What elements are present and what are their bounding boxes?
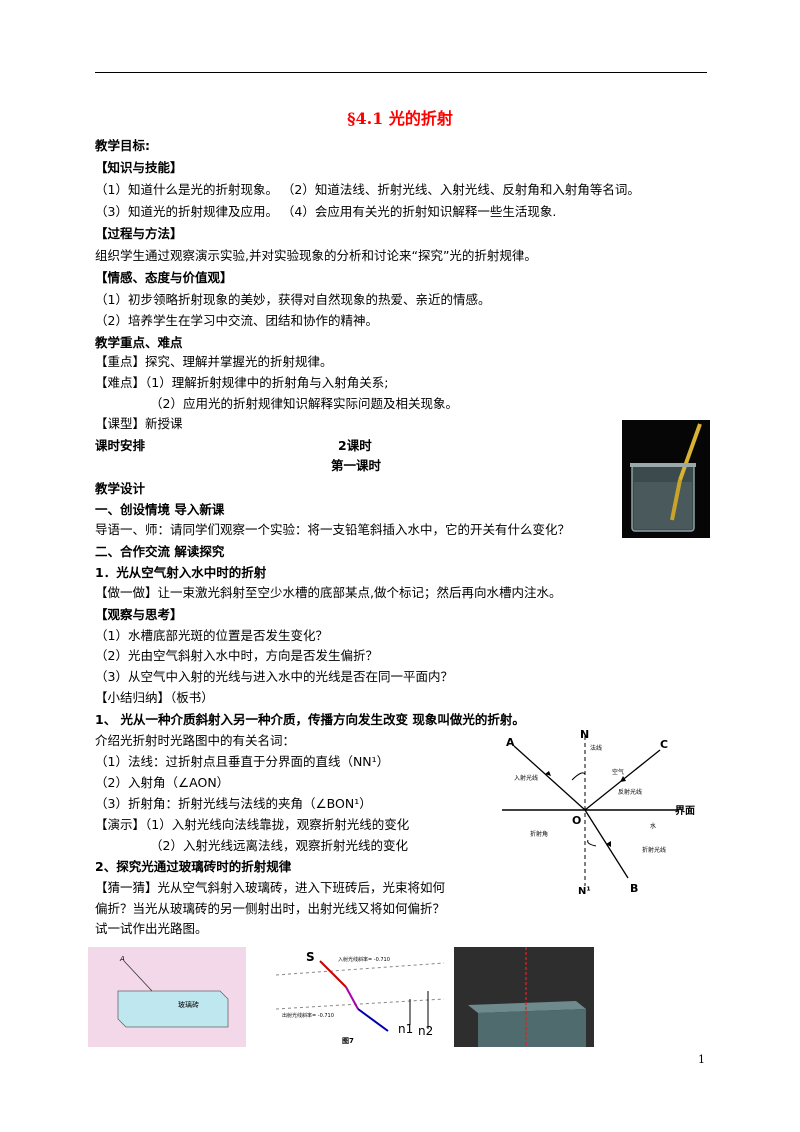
text-line: （2）入射角（∠AON） <box>95 775 230 790</box>
svg-text:A: A <box>119 955 125 963</box>
text-line: （2）培养学生在学习中交流、团结和协作的精神。 <box>95 313 378 328</box>
svg-text:入射光线: 入射光线 <box>514 774 538 782</box>
label-interface: 界面 <box>675 805 695 817</box>
text-line: 2、探究光通过玻璃砖时的折射规律 <box>95 859 292 874</box>
svg-text:S: S <box>306 950 315 964</box>
text-line: （2）入射光线远离法线，观察折射光线的变化 <box>150 838 408 853</box>
text-line: （3）折射角：折射光线与法线的夹角（∠BON¹） <box>95 796 372 811</box>
svg-text:水: 水 <box>650 822 656 830</box>
text-line: （2）光由空气斜射入水中时，方向是否发生偏折？ <box>95 648 378 663</box>
label-A: A <box>506 736 515 749</box>
text-line: （1）法线：过折射点且垂直于分界面的直线（NN¹） <box>95 754 390 769</box>
page-title: §4.1 光的折射 <box>347 109 453 128</box>
pencil-beaker-photo <box>622 420 710 538</box>
text-line: 导语一、师：请同学们观察一个实验：将一支铅笔斜插入水中，它的开关有什么变化？ <box>95 522 571 537</box>
laser-glass-photo <box>454 947 594 1047</box>
page-number: 1 <box>698 1053 705 1066</box>
glass-brick-diagram: A 玻璃砖 <box>88 947 246 1047</box>
text-line: 【小结归纳】（板书） <box>95 690 214 705</box>
text-line: （1）知道什么是光的折射现象。 （2）知道法线、折射光线、入射光线、反射角和入射… <box>95 182 640 197</box>
svg-text:n2: n2 <box>418 1024 433 1038</box>
text-line: 【猜一猜】光从空气斜射入玻璃砖，进入下班砖后，光束将如何 <box>95 880 446 895</box>
refraction-diagram: A C N N¹ O B 界面 法线 入射光线 反射光线 空气 水 折射光线 折… <box>500 728 700 898</box>
text-line: 【难点】（1）理解折射规律中的折射角与入射角关系; <box>95 375 389 390</box>
text-line: 课时安排 <box>95 438 146 453</box>
text-line: 1．光从空气射入水中时的折射 <box>95 565 267 580</box>
header-rule <box>95 72 707 73</box>
text-line: 组织学生通过观察演示实验,并对实验现象的分析和讨论来“探究”光的折射规律。 <box>95 248 537 263</box>
text-line: （1）水槽底部光斑的位置是否发生变化？ <box>95 628 328 643</box>
svg-text:折射光线: 折射光线 <box>642 846 666 854</box>
text-line: 1、 光从一种介质斜射入另一种介质，传播方向发生改变 现象叫做光的折射。 <box>95 712 525 727</box>
svg-text:空气: 空气 <box>612 768 624 776</box>
text-line: （1）初步领略折射现象的美妙，获得对自然现象的热爱、亲近的情感。 <box>95 292 491 307</box>
text-line: （3）知道光的折射规律及应用。 （4）会应用有关光的折射知识解释一些生活现象. <box>95 204 557 219</box>
text-line: 试一试作出光路图。 <box>95 921 208 936</box>
svg-text:玻璃砖: 玻璃砖 <box>178 1000 199 1009</box>
text-line: 【课型】新授课 <box>95 416 183 431</box>
text-line: 【知识与技能】 <box>95 160 183 175</box>
refraction-slope-diagram: S 入射光线斜率= -0.710 出射光线斜率= -0.710 n1 n2 图7 <box>276 947 446 1047</box>
svg-text:n1: n1 <box>398 1022 413 1036</box>
text-line: 介绍光折射时光路图中的有关名词： <box>95 733 296 748</box>
svg-text:法线: 法线 <box>590 744 602 752</box>
label-O: O <box>572 814 581 827</box>
svg-text:反射光线: 反射光线 <box>618 788 642 796</box>
text-line: 教学重点、难点 <box>95 335 183 350</box>
label-C: C <box>660 738 668 751</box>
label-N: N <box>580 728 589 741</box>
svg-text:折射角: 折射角 <box>530 830 548 838</box>
text-line: 2课时 <box>338 438 372 453</box>
text-line: 教学设计 <box>95 481 146 496</box>
label-N1: N¹ <box>578 886 591 897</box>
text-line: 【情感、态度与价值观】 <box>95 270 233 285</box>
svg-text:图7: 图7 <box>342 1036 354 1045</box>
label-B: B <box>630 882 638 895</box>
text-line: （3）从空气中入射的光线与进入水中的光线是否在同一平面内？ <box>95 669 453 684</box>
svg-text:入射光线斜率= -0.710: 入射光线斜率= -0.710 <box>338 956 390 963</box>
text-line: 二、合作交流 解读探究 <box>95 544 225 559</box>
text-line: 偏折？当光从玻璃砖的另一侧射出时，出射光线又将如何偏折？ <box>95 901 446 916</box>
text-line: 一、创设情境 导入新课 <box>95 502 225 517</box>
text-line: 【做一做】让一束激光斜射至空少水槽的底部某点,做个标记；然后再向水槽内注水。 <box>95 585 562 600</box>
svg-text:出射光线斜率= -0.710: 出射光线斜率= -0.710 <box>282 1012 334 1019</box>
text-line: 【重点】探究、理解并掌握光的折射规律。 <box>95 354 333 369</box>
text-line: 【演示】（1）入射光线向法线靠拢，观察折射光线的变化 <box>95 817 410 832</box>
text-line: 第一课时 <box>331 458 382 473</box>
text-line: 教学目标: <box>95 138 150 153</box>
text-line: （2）应用光的折射规律知识解释实际问题及相关现象。 <box>150 396 458 411</box>
text-line: 【观察与思考】 <box>95 607 183 622</box>
text-line: 【过程与方法】 <box>95 226 183 241</box>
